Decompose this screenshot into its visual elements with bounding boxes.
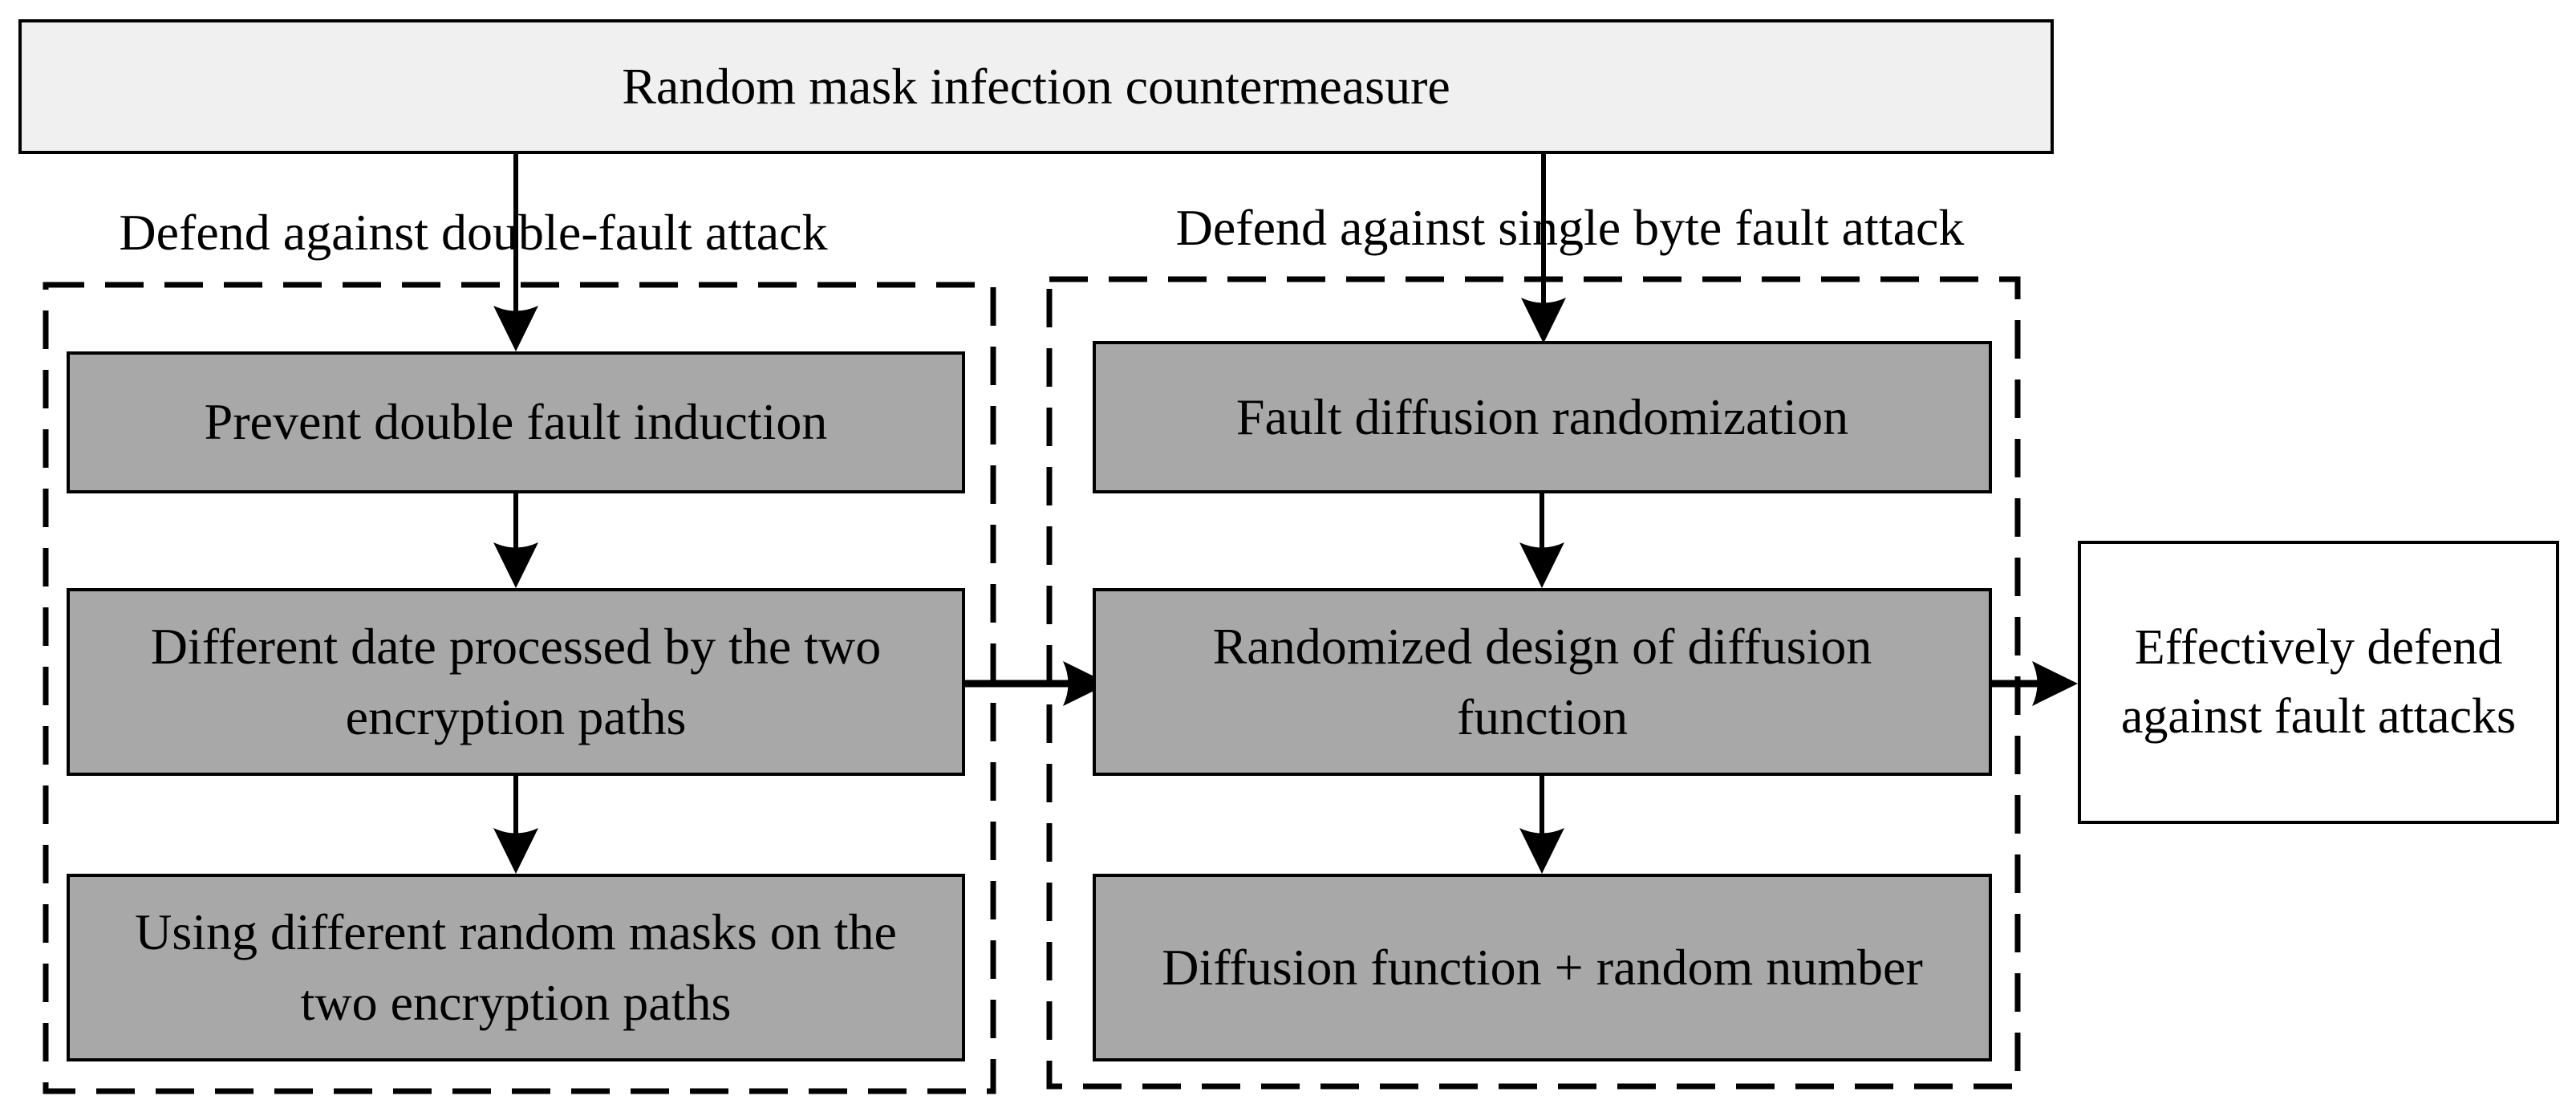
right-branch-label: Defend against single byte fault attack — [1175, 199, 1965, 256]
arrow-title-to-right-box1 — [1521, 152, 1566, 343]
arrow-left-box2-to-box3 — [493, 773, 538, 874]
title-box: Random mask infection countermeasure — [18, 19, 2054, 154]
arrow-right-box2-to-result — [1990, 661, 2078, 706]
arrow-right-box1-to-box2 — [1519, 491, 1564, 588]
arrow-left-box2-to-right-box2 — [963, 661, 1109, 706]
process-box-label: Prevent double fault induction — [204, 393, 828, 451]
process-box-label: Diffusion function + random number — [1162, 938, 1923, 996]
process-box-label: Fault diffusion randomization — [1235, 388, 1849, 445]
left-branch-label: Defend against double-fault attack — [119, 204, 828, 261]
right-box-fault-diffusion-randomization: Fault diffusion randomization — [1093, 341, 1992, 493]
right-box-diffusion-function-random-number: Diffusion function + random number — [1093, 874, 1992, 1061]
arrow-right-box2-to-box3 — [1519, 773, 1564, 874]
title-box-label: Random mask infection countermeasure — [622, 57, 1450, 115]
left-branch-dashed-frame — [43, 282, 996, 1094]
arrow-title-to-left-box1 — [493, 152, 538, 351]
arrow-left-box1-to-box2 — [493, 491, 538, 588]
left-box-prevent-double-fault-induction: Prevent double fault induction — [67, 351, 965, 493]
